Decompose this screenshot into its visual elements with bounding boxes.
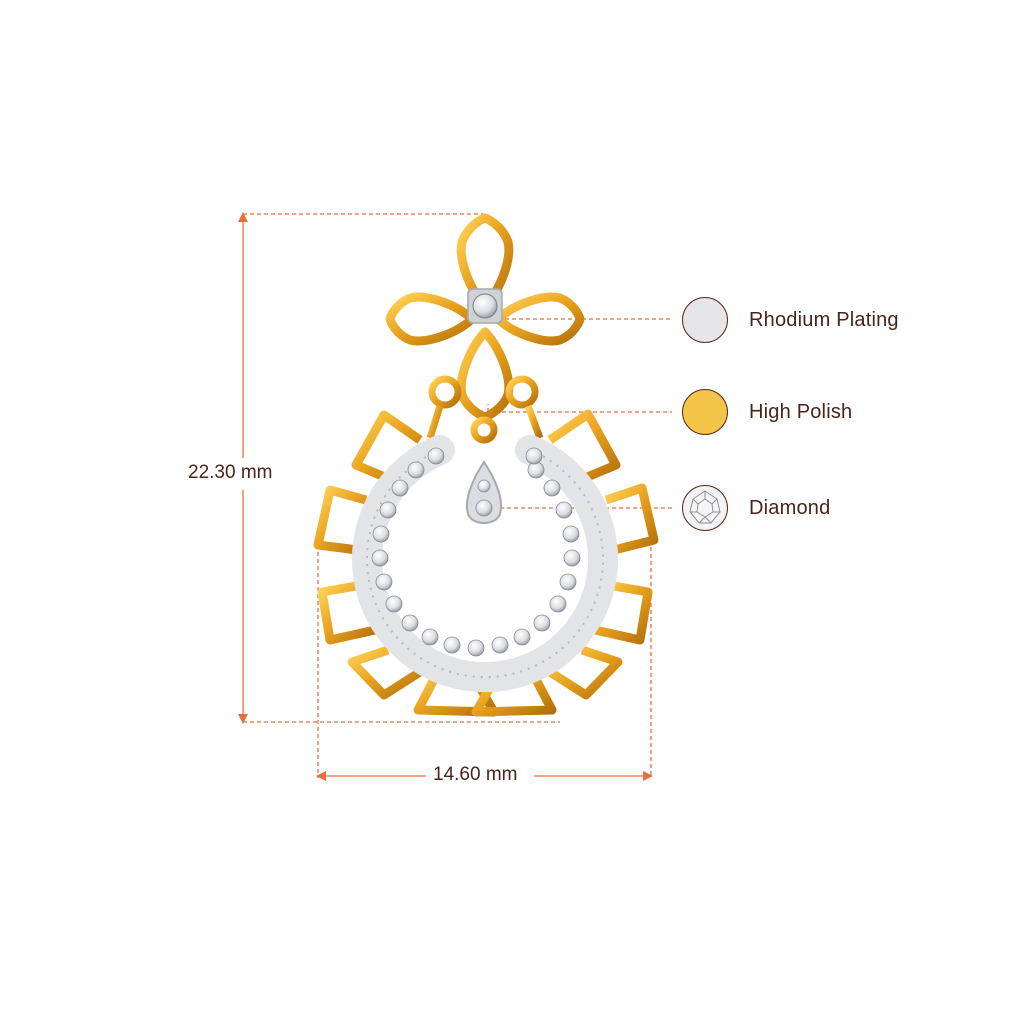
earring (313, 213, 659, 717)
width-dimension-label: 14.60 mm (431, 764, 520, 786)
height-arrow-bottom (238, 714, 248, 724)
legend-label-polish: High Polish (749, 400, 853, 423)
ring-diamonds (371, 447, 581, 657)
gold-frame (313, 409, 659, 717)
width-arrow-left (316, 771, 326, 781)
legend-item-rhodium: Rhodium Plating (682, 296, 899, 344)
width-arrow-right (643, 771, 653, 781)
legend-label-rhodium: Rhodium Plating (749, 308, 899, 331)
height-arrow-top (238, 212, 248, 222)
pear-drop (466, 460, 502, 524)
width-dimension (317, 540, 652, 778)
high-polish-swatch-icon (682, 389, 728, 435)
legend-label-diamond: Diamond (749, 496, 831, 519)
legend-item-diamond: Diamond (682, 484, 830, 532)
stud-diamond (472, 293, 498, 319)
legend-item-polish: High Polish (682, 388, 852, 436)
diamond-ring (352, 435, 618, 693)
height-dimension (242, 213, 560, 723)
rhodium-swatch-icon (682, 297, 728, 343)
flower-stud (385, 213, 585, 422)
diamond-swatch-icon (682, 485, 728, 531)
height-dimension-label: 22.30 mm (186, 462, 275, 484)
